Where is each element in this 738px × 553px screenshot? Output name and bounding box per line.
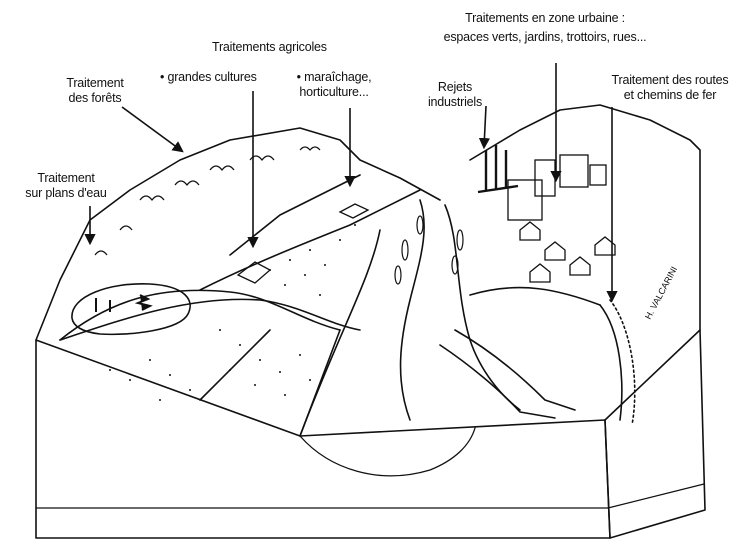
field-boundary bbox=[200, 330, 270, 400]
railway bbox=[610, 300, 635, 425]
arrow-forest bbox=[122, 107, 182, 151]
block-top-right bbox=[470, 105, 700, 330]
riverside-trees bbox=[395, 216, 463, 284]
railway bbox=[600, 305, 622, 420]
river-bank bbox=[401, 200, 425, 420]
field-boundary bbox=[200, 190, 420, 290]
river-bank bbox=[300, 230, 380, 436]
road bbox=[455, 330, 575, 410]
field-boundary bbox=[230, 175, 360, 255]
dirt-road bbox=[60, 290, 340, 340]
river-bank bbox=[445, 205, 520, 410]
road bbox=[470, 288, 600, 305]
road bbox=[440, 345, 555, 418]
stratum-line-right bbox=[608, 484, 704, 508]
city-buildings bbox=[508, 155, 615, 282]
artist-signature: H. VALCARINI bbox=[643, 265, 679, 321]
arrow-industrial bbox=[484, 106, 486, 147]
forest-texture bbox=[95, 147, 320, 255]
farm-building bbox=[340, 204, 368, 218]
